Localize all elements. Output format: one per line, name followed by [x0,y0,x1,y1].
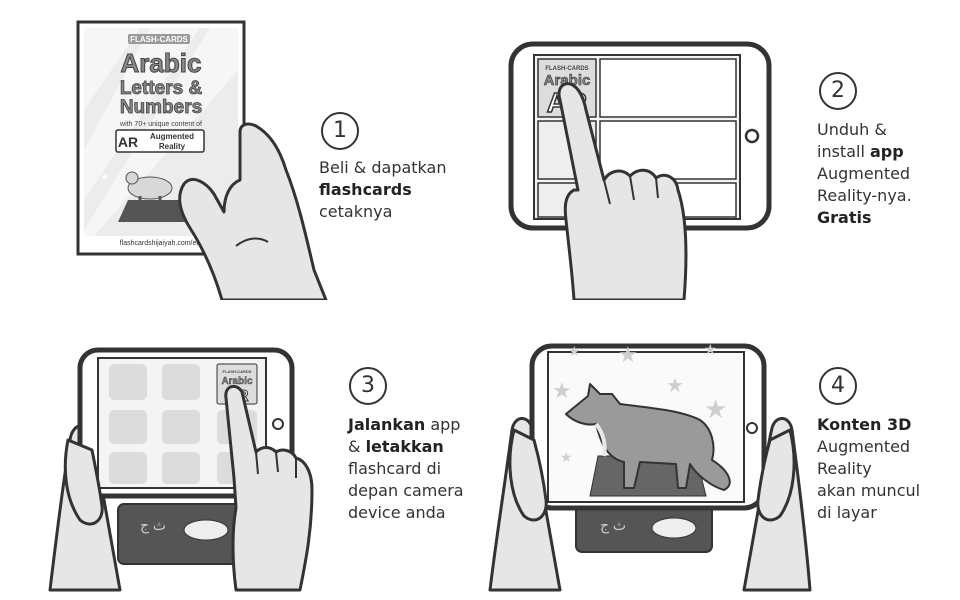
caption-line: install app [817,142,904,161]
pointing-hand-icon [224,384,314,592]
caption-line: akan muncul [817,481,921,500]
caption-line: cetaknya [319,202,393,221]
caption-line: Konten 3D [817,415,912,434]
step-3-illustration: ث ج FLASH-CARDS Arabic AR [48,347,314,592]
star-icon: ★ [560,450,573,466]
caption-line: Reality-nya. [817,186,912,205]
book-ar-label: AR [118,134,138,150]
caption-line: Reality [817,459,872,478]
star-icon: ★ [666,373,684,397]
book-badge: FLASH-CARDS [130,35,188,44]
hand-icon [178,122,328,300]
book-title-1: Arabic [121,48,202,78]
star-icon: ★ [704,395,727,425]
flashcard-book: FLASH-CARDS Arabic Letters & Numbers wit… [76,20,246,256]
app-icon-badge: FLASH-CARDS [545,66,588,72]
book-ar-text-2: Reality [159,142,186,151]
step-1-number: 1 [321,112,359,150]
step-1-illustration: FLASH-CARDS Arabic Letters & Numbers wit… [76,20,328,300]
caption-line: depan camera [348,481,464,500]
caption-line: & letakkan [348,437,444,456]
home-button-icon [744,128,760,144]
book-url: flashcardshijaiyah.com/en/ [120,240,203,247]
caption-line: di layar [817,503,877,522]
app-icon-badge: FLASH-CARDS [223,369,252,374]
caption-line: Augmented [817,164,911,183]
star-icon: ★ [100,172,109,183]
star-icon: ★ [568,344,581,360]
svg-text:ث ج: ث ج [140,517,166,534]
tablet: ★ ★ ★ ★ [529,343,767,511]
step-4-number: 4 [819,367,857,405]
step-2-caption: Unduh & install app Augmented Reality-ny… [817,119,912,229]
home-button-icon [272,418,284,430]
app-icon-title: Arabic [544,72,591,89]
step-2-illustration: FLASH-CARDS Arabic AR [508,41,772,300]
caption-line: Beli & dapatkan [319,158,447,177]
star-icon: ★ [704,342,717,358]
svg-text:ث ج: ث ج [600,517,626,534]
book-title-2: Letters & [120,78,203,99]
caption-line: flashcard di [348,459,442,478]
book-title-3: Numbers [120,97,202,118]
caption-line: Gratis [817,208,872,227]
caption-line: device anda [348,503,446,522]
book-subtitle: with 70+ unique content of [119,121,202,128]
step-3-caption: Jalankan app & letakkan flashcard di dep… [348,414,464,524]
step-2-number: 2 [819,72,857,110]
home-button-icon [746,422,758,434]
step-1-caption: Beli & dapatkan flashcards cetaknya [319,157,446,223]
star-icon: ★ [552,379,572,404]
flashcard-on-table: ث ج [117,503,245,565]
step-4-caption: Konten 3D Augmented Reality akan muncul … [817,414,920,524]
caption-line: Augmented [817,437,911,456]
caption-line: Unduh & [817,120,887,139]
flashcard-on-table: ث ج [575,499,713,553]
app-icon-title: Arabic [221,376,253,387]
caption-line: flashcards [319,180,412,199]
book-ar-text-1: Augmented [150,132,194,141]
star-icon: ★ [618,343,638,368]
step-3-number: 3 [349,367,387,405]
caption-line: Jalankan app [348,415,461,434]
fox-3d-icon [565,383,731,491]
